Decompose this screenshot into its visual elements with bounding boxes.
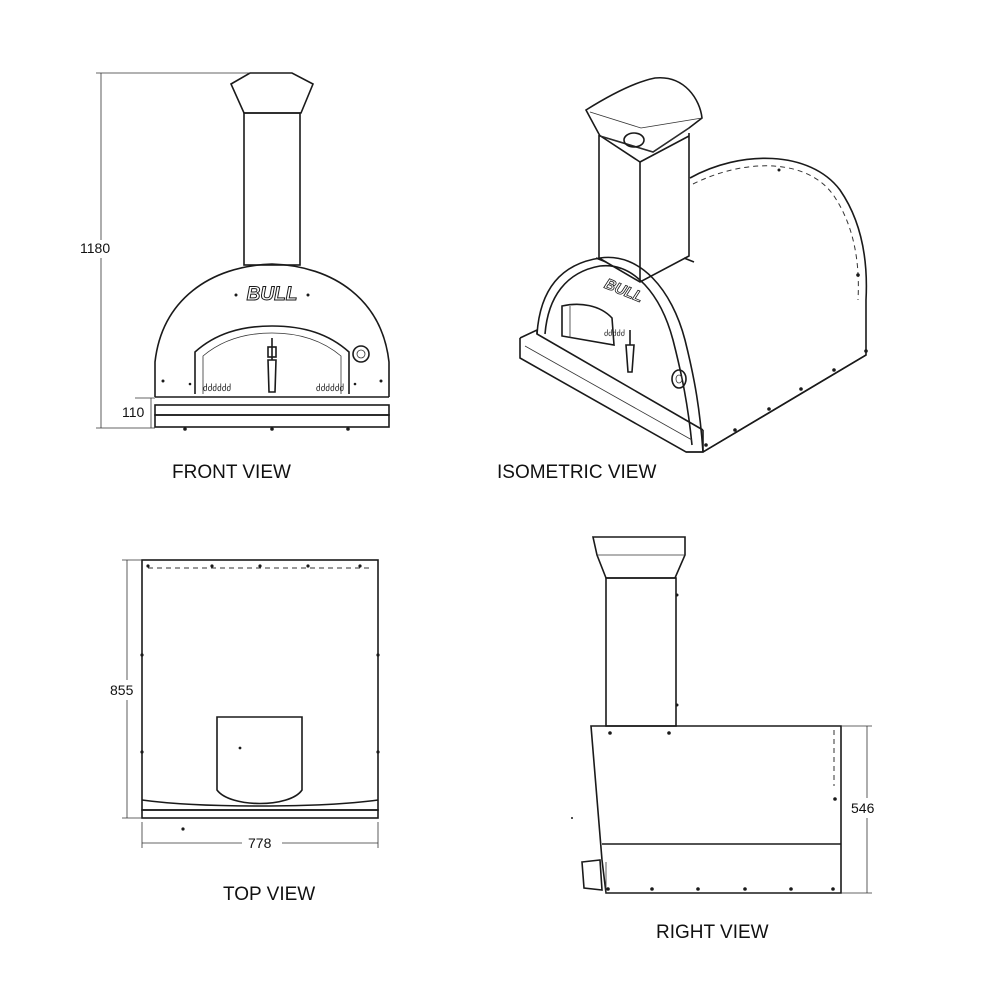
- top-view-drawing: [122, 559, 380, 848]
- svg-text:ძძძძძძ: ძძძძძძ: [316, 383, 345, 393]
- top-depth-dimension: 855: [110, 682, 134, 698]
- top-view-label: TOP VIEW: [223, 884, 316, 905]
- isometric-view-label: ISOMETRIC VIEW: [497, 462, 657, 483]
- isometric-view-drawing: BULL ძძძძძ: [519, 77, 868, 453]
- svg-text:ძძძძძძ: ძძძძძძ: [203, 383, 232, 393]
- front-base-dimension: 110: [122, 404, 145, 420]
- front-height-dimension: 1180: [80, 240, 111, 256]
- svg-text:ძძძძძ: ძძძძძ: [604, 329, 625, 338]
- right-height-dimension: 546: [851, 800, 875, 816]
- isometric-logo: BULL: [602, 275, 645, 306]
- right-view-drawing: [571, 536, 872, 894]
- top-width-dimension: 778: [248, 835, 272, 851]
- front-view-label: FRONT VIEW: [172, 462, 291, 483]
- front-logo: BULL: [247, 284, 298, 305]
- right-view-label: RIGHT VIEW: [656, 922, 769, 943]
- front-view-drawing: BULL ძძძძძძ ძძძძძძ: [96, 72, 390, 431]
